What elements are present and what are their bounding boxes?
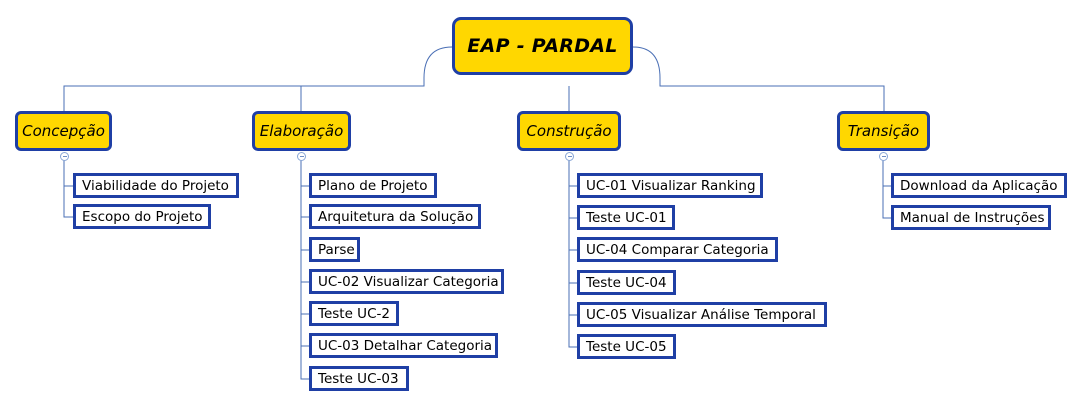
task-node[interactable]: Arquitetura da Solução [309, 204, 481, 229]
task-label: Arquitetura da Solução [318, 208, 474, 225]
task-node[interactable]: UC-01 Visualizar Ranking [577, 173, 763, 198]
task-node[interactable]: UC-04 Comparar Categoria [577, 237, 778, 262]
collapse-icon[interactable] [879, 152, 888, 161]
collapse-icon[interactable] [297, 152, 306, 161]
collapse-icon[interactable] [565, 152, 574, 161]
phase-node-elaboracao[interactable]: Elaboração [252, 111, 351, 151]
task-node[interactable]: Escopo do Projeto [73, 204, 211, 229]
phase-label: Elaboração [259, 122, 344, 140]
task-node[interactable]: Viabilidade do Projeto [73, 173, 239, 198]
phase-node-construcao[interactable]: Construção [517, 111, 621, 151]
phase-node-concepcao[interactable]: Concepção [15, 111, 112, 151]
task-node[interactable]: UC-02 Visualizar Categoria [309, 269, 504, 294]
task-node[interactable]: Teste UC-04 [577, 270, 676, 295]
collapse-icon[interactable] [60, 152, 69, 161]
task-label: Viabilidade do Projeto [82, 177, 229, 194]
task-node[interactable]: Teste UC-03 [309, 366, 409, 391]
task-node[interactable]: Teste UC-01 [577, 205, 675, 230]
task-label: Plano de Projeto [318, 177, 428, 194]
task-node[interactable]: Teste UC-2 [309, 301, 399, 326]
task-node[interactable]: Manual de Instruções [891, 205, 1051, 230]
task-label: UC-05 Visualizar Análise Temporal [586, 306, 816, 323]
task-node[interactable]: UC-03 Detalhar Categoria [309, 333, 498, 358]
root-node[interactable]: EAP - PARDAL [452, 17, 633, 75]
task-label: UC-01 Visualizar Ranking [586, 177, 756, 194]
root-label: EAP - PARDAL [467, 35, 618, 57]
task-label: Teste UC-05 [586, 338, 667, 355]
task-label: Teste UC-01 [586, 209, 667, 226]
task-node[interactable]: Parse [309, 237, 360, 262]
task-label: Teste UC-2 [318, 305, 390, 322]
phase-node-transicao[interactable]: Transição [837, 111, 930, 151]
task-label: UC-02 Visualizar Categoria [318, 273, 499, 290]
task-node[interactable]: Plano de Projeto [309, 173, 437, 198]
phase-label: Concepção [22, 122, 105, 140]
task-label: Teste UC-03 [318, 370, 399, 387]
phase-label: Transição [847, 122, 920, 140]
task-node[interactable]: UC-05 Visualizar Análise Temporal [577, 302, 827, 327]
task-label: UC-04 Comparar Categoria [586, 241, 769, 258]
task-node[interactable]: Teste UC-05 [577, 334, 676, 359]
task-label: Escopo do Projeto [82, 208, 203, 225]
phase-label: Construção [526, 122, 612, 140]
task-label: Parse [318, 241, 355, 258]
task-label: Download da Aplicação [900, 177, 1058, 194]
task-label: Teste UC-04 [586, 274, 667, 291]
task-label: UC-03 Detalhar Categoria [318, 337, 493, 354]
task-node[interactable]: Download da Aplicação [891, 173, 1067, 198]
task-label: Manual de Instruções [900, 209, 1045, 226]
